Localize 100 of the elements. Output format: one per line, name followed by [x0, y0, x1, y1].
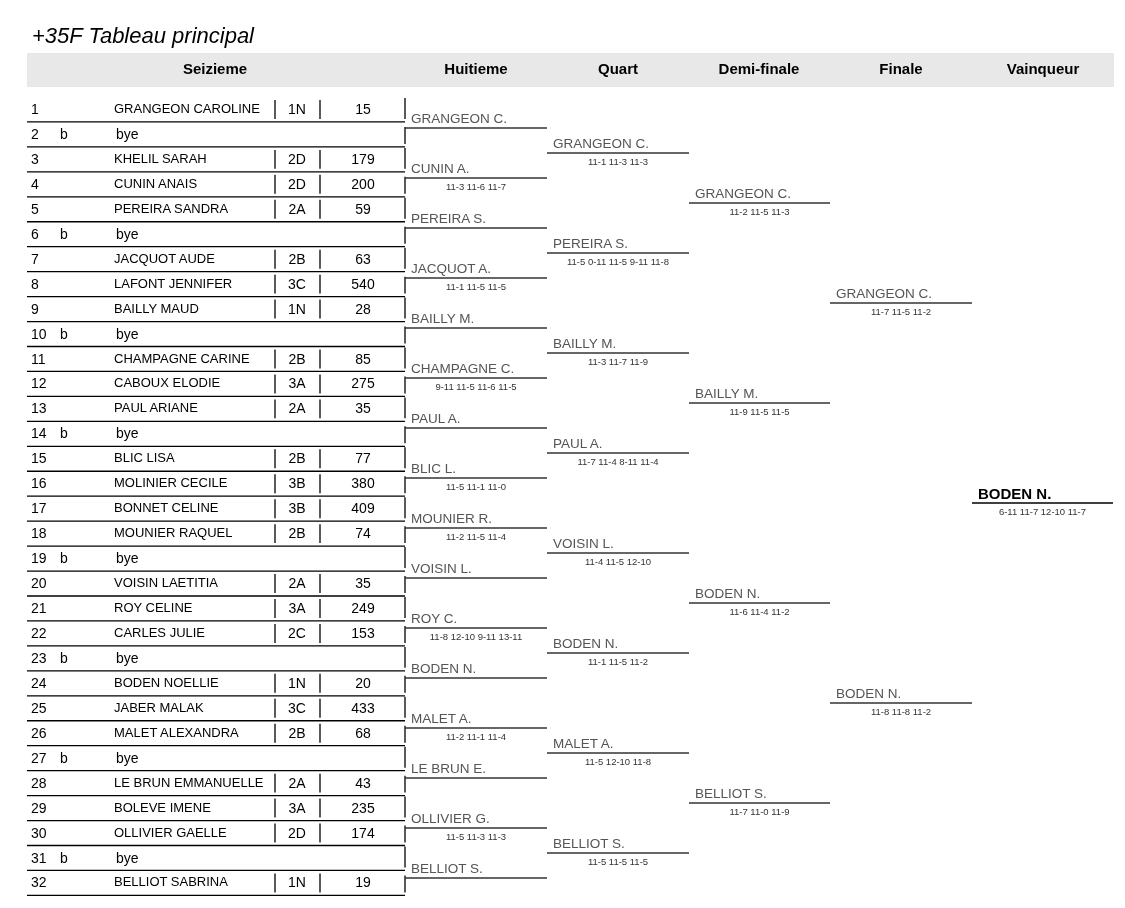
- winner-name: PEREIRA S.: [553, 236, 629, 252]
- bye-entry: bye: [116, 849, 139, 866]
- match-score: 11-5 11-3 11-3: [445, 831, 507, 842]
- bye-mark: b: [60, 649, 68, 666]
- player-name: CARLES JULIE: [114, 624, 206, 641]
- ranking-points: 63: [355, 250, 371, 267]
- ranking-points: 275: [351, 375, 375, 392]
- seed-number: 2: [31, 125, 39, 142]
- ranking-class: 3C: [288, 699, 306, 716]
- match-score: 11-5 11-1 11-0: [445, 481, 507, 492]
- player-name: CUNIN ANAIS: [114, 175, 198, 192]
- winner-name: VOISIN L.: [411, 561, 472, 577]
- column-header: Quart: [598, 61, 638, 77]
- seed-number: 16: [31, 475, 47, 492]
- bye-entry: bye: [116, 749, 139, 766]
- bye-mark: b: [60, 325, 68, 342]
- winner-name: BAILLY M.: [411, 311, 475, 327]
- winner-name: GRANGEON C.: [695, 186, 791, 202]
- winner-name: MALET A.: [411, 711, 472, 727]
- match-score: 11-3 11-7 11-9: [587, 356, 649, 367]
- bye-mark: b: [60, 749, 68, 766]
- ranking-points: 174: [351, 824, 375, 841]
- match-score: 6-11 11-7 12-10 11-7: [998, 506, 1087, 517]
- seed-number: 27: [31, 749, 47, 766]
- match-score: 11-5 11-5 11-5: [587, 856, 649, 867]
- bye-mark: b: [60, 550, 68, 567]
- bye-mark: b: [60, 849, 68, 866]
- ranking-class: 2D: [288, 175, 306, 192]
- winner-name: GRANGEON C.: [411, 111, 507, 127]
- seed-number: 11: [31, 350, 46, 367]
- match-score: 9-11 11-5 11-6 11-5: [435, 381, 517, 392]
- seed-number: 12: [31, 375, 47, 392]
- winner-name: BAILLY M.: [695, 386, 759, 402]
- ranking-points: 235: [351, 799, 375, 816]
- player-name: BAILLY MAUD: [114, 300, 199, 317]
- seed-number: 1: [31, 101, 39, 117]
- winner-name: GRANGEON C.: [553, 136, 649, 152]
- match-score: 11-7 11-0 11-9: [729, 806, 790, 817]
- winner-name: BLIC L.: [411, 461, 457, 477]
- seed-number: 23: [31, 649, 47, 666]
- ranking-class: 1N: [288, 300, 306, 317]
- ranking-points: 19: [355, 874, 371, 891]
- winner-name: MOUNIER R.: [411, 511, 492, 527]
- ranking-class: 2B: [288, 250, 306, 267]
- seed-number: 3: [31, 150, 39, 167]
- winner-name: GRANGEON C.: [836, 286, 932, 302]
- ranking-class: 3A: [288, 799, 306, 816]
- bye-entry: bye: [116, 649, 139, 666]
- match-score: 11-2 11-5 11-3: [729, 206, 790, 217]
- match-score: 11-9 11-5 11-5: [729, 406, 790, 417]
- match-score: 11-5 0-11 11-5 9-11 11-8: [566, 256, 670, 267]
- player-name: ROY CELINE: [114, 600, 193, 616]
- winner-name: PAUL A.: [411, 411, 461, 427]
- bye-entry: bye: [116, 425, 139, 442]
- seed-number: 24: [31, 674, 47, 691]
- player-name: KHELIL SARAH: [114, 150, 207, 167]
- ranking-points: 153: [351, 624, 375, 641]
- column-header: Vainqueur: [1006, 61, 1080, 77]
- ranking-class: 2B: [288, 350, 306, 367]
- ranking-points: 249: [351, 600, 375, 616]
- winner-name: BODEN N.: [411, 661, 477, 677]
- ranking-class: 2C: [288, 624, 306, 641]
- ranking-class: 2A: [288, 400, 306, 417]
- ranking-points: 200: [351, 175, 375, 192]
- ranking-points: 77: [355, 450, 371, 467]
- ranking-points: 35: [355, 400, 371, 417]
- seed-number: 18: [31, 525, 47, 542]
- winner-name: VOISIN L.: [553, 536, 614, 552]
- winner-name: CUNIN A.: [411, 161, 470, 177]
- seed-number: 17: [31, 500, 47, 517]
- seed-number: 20: [31, 575, 47, 592]
- seed-number: 8: [31, 275, 39, 292]
- ranking-points: 540: [351, 275, 375, 292]
- player-name: VOISIN LAETITIA: [114, 575, 219, 592]
- seed-number: 29: [31, 799, 47, 816]
- seed-number: 7: [31, 250, 39, 267]
- bye-mark: b: [60, 225, 68, 242]
- ranking-points: 28: [355, 300, 371, 317]
- seed-number: 21: [31, 600, 47, 616]
- match-score: 11-1 11-5 11-2: [587, 656, 649, 667]
- player-name: OLLIVIER GAELLE: [114, 824, 227, 841]
- ranking-class: 2B: [288, 450, 306, 467]
- match-score: 11-2 11-5 11-4: [445, 531, 507, 542]
- ranking-points: 20: [355, 674, 371, 691]
- ranking-points: 380: [351, 475, 375, 492]
- player-name: CHAMPAGNE CARINE: [114, 350, 250, 367]
- ranking-points: 179: [351, 150, 375, 167]
- seed-number: 30: [31, 824, 47, 841]
- ranking-class: 3A: [288, 600, 306, 616]
- ranking-points: 74: [355, 525, 371, 542]
- seed-number: 9: [31, 300, 39, 317]
- ranking-class: 2B: [288, 724, 306, 741]
- player-name: MALET ALEXANDRA: [114, 724, 239, 741]
- player-name: BODEN NOELLIE: [114, 674, 219, 691]
- bye-entry: bye: [116, 225, 139, 242]
- winner-name: BODEN N.: [553, 636, 619, 652]
- bye-mark: b: [60, 425, 68, 442]
- seed-number: 10: [31, 325, 47, 342]
- seed-number: 26: [31, 724, 47, 741]
- ranking-class: 3A: [288, 375, 306, 392]
